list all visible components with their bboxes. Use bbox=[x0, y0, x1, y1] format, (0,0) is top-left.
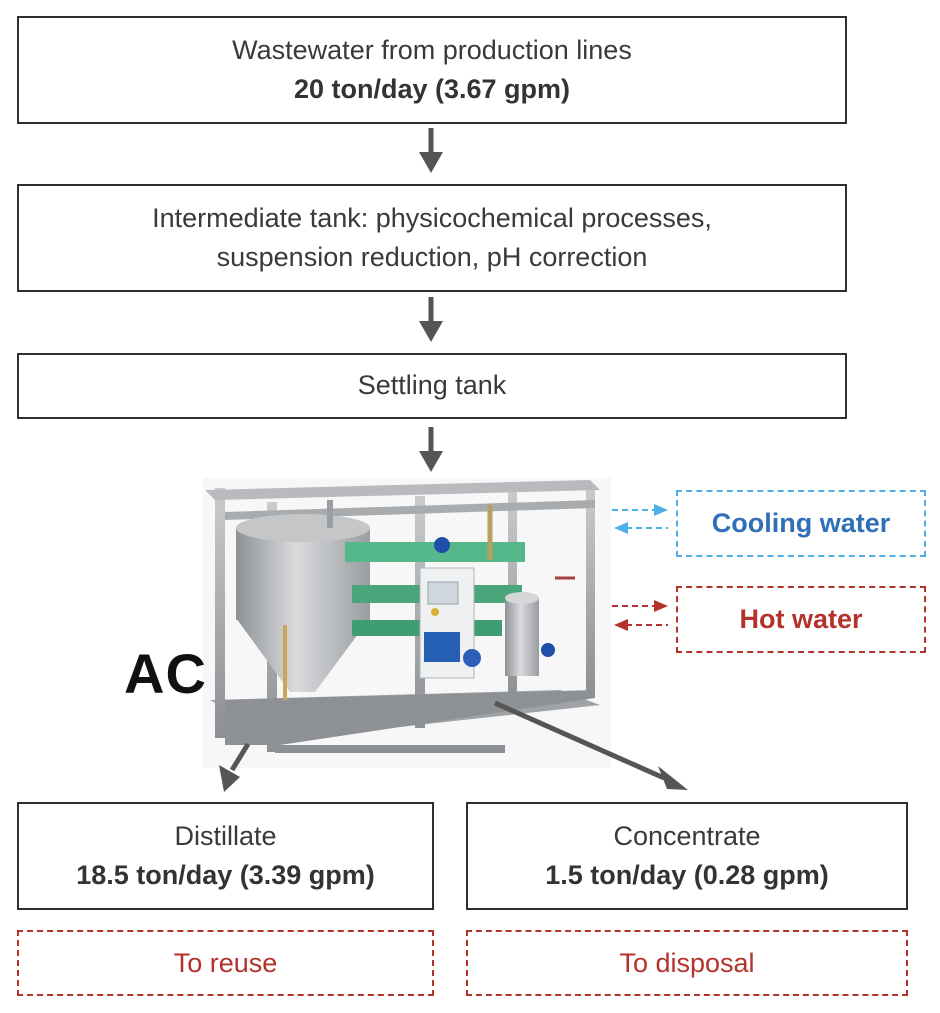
distillate-box: Distillate 18.5 ton/day (3.39 gpm) bbox=[17, 802, 434, 910]
cooling-water-label: Cooling water bbox=[711, 508, 891, 538]
hot-water-box: Hot water bbox=[676, 586, 926, 653]
arrow-intermediate-to-settling bbox=[419, 297, 443, 342]
wastewater-box: Wastewater from production lines 20 ton/… bbox=[17, 16, 847, 124]
arrow-wastewater-to-intermediate bbox=[419, 128, 443, 173]
hot-water-arrows bbox=[612, 600, 668, 631]
concentrate-flow: 1.5 ton/day (0.28 gpm) bbox=[545, 860, 829, 890]
intermediate-tank-line2: suspension reduction, pH correction bbox=[216, 242, 648, 272]
reuse-box: To reuse bbox=[17, 930, 434, 996]
arrow-unit-to-concentrate bbox=[493, 700, 688, 790]
concentrate-label: Concentrate bbox=[613, 820, 761, 851]
settling-tank-box: Settling tank bbox=[17, 353, 847, 419]
wastewater-label: Wastewater from production lines bbox=[232, 34, 632, 65]
disposal-box: To disposal bbox=[466, 930, 908, 996]
concentrate-box: Concentrate 1.5 ton/day (0.28 gpm) bbox=[466, 802, 908, 910]
cooling-water-box: Cooling water bbox=[676, 490, 926, 557]
arrow-unit-to-distillate bbox=[219, 742, 251, 792]
unit-label: AC bbox=[124, 642, 207, 705]
intermediate-tank-box: Intermediate tank: physicochemical proce… bbox=[17, 184, 847, 292]
cooling-water-arrows bbox=[612, 504, 668, 534]
arrow-settling-to-unit bbox=[419, 427, 443, 472]
distillate-flow: 18.5 ton/day (3.39 gpm) bbox=[76, 860, 375, 890]
distillate-label: Distillate bbox=[174, 820, 277, 851]
disposal-label: To disposal bbox=[619, 947, 755, 978]
intermediate-tank-line1: Intermediate tank: physicochemical proce… bbox=[152, 202, 712, 233]
reuse-label: To reuse bbox=[173, 947, 278, 978]
hot-water-label: Hot water bbox=[739, 604, 863, 634]
wastewater-flow: 20 ton/day (3.67 gpm) bbox=[293, 74, 571, 104]
evaporator-unit-image bbox=[203, 478, 611, 768]
settling-tank-label: Settling tank bbox=[357, 370, 507, 401]
